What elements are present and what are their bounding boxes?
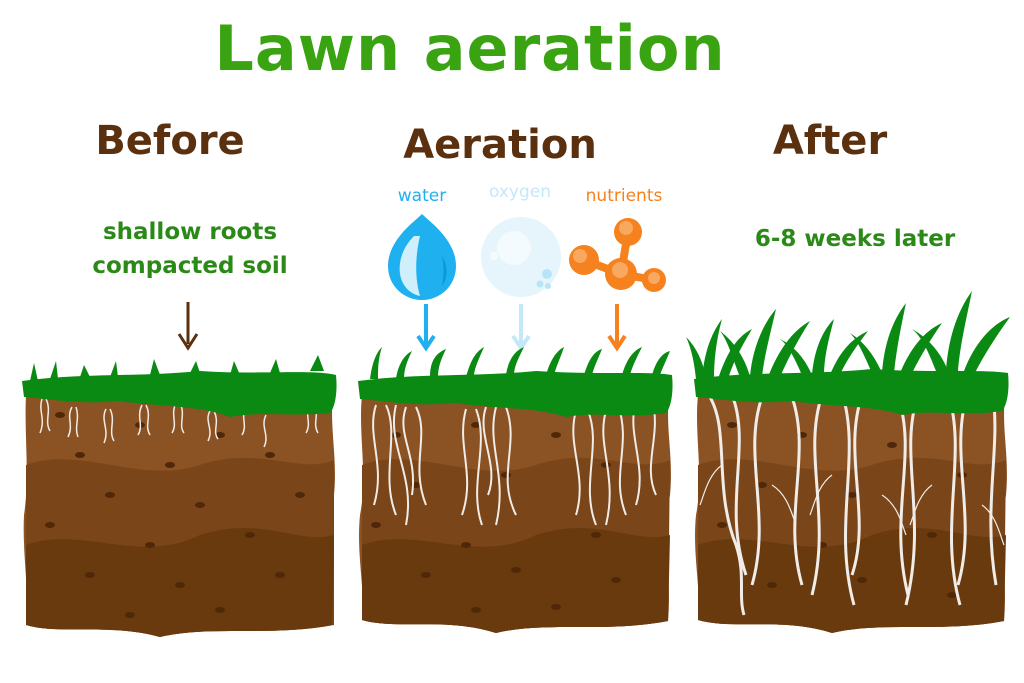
label-water: water [397,186,447,206]
page-title: Lawn aeration [214,12,726,85]
heading-aeration: Aeration [403,122,597,168]
before-notes: shallow roots compacted soil [60,215,320,283]
molecule-icon [569,218,666,292]
short-grass [22,371,337,417]
shallow-roots [39,398,319,448]
water-arrow-icon [416,304,436,352]
heading-after: After [772,118,888,164]
water-drop-icon [388,214,456,300]
medium-grass [358,371,673,417]
note-compacted-soil: compacted soil [92,253,288,279]
label-oxygen: oxygen [488,182,552,202]
oxygen-arrow-icon [511,304,531,352]
tall-grass [694,369,1009,415]
before-soil-panel [22,355,337,637]
aeration-soil-panel [358,347,673,633]
label-nutrients: nutrients [585,186,663,206]
note-6-8-weeks-later: 6-8 weeks later [754,226,956,252]
after-soil-panel [686,291,1010,633]
oxygen-bubble-icon [481,217,561,297]
heading-before: Before [95,118,245,164]
deep-roots [704,388,998,616]
arrow-down-icon [177,302,199,351]
note-shallow-roots: shallow roots [102,219,278,245]
nutrients-arrow-icon [607,304,627,352]
